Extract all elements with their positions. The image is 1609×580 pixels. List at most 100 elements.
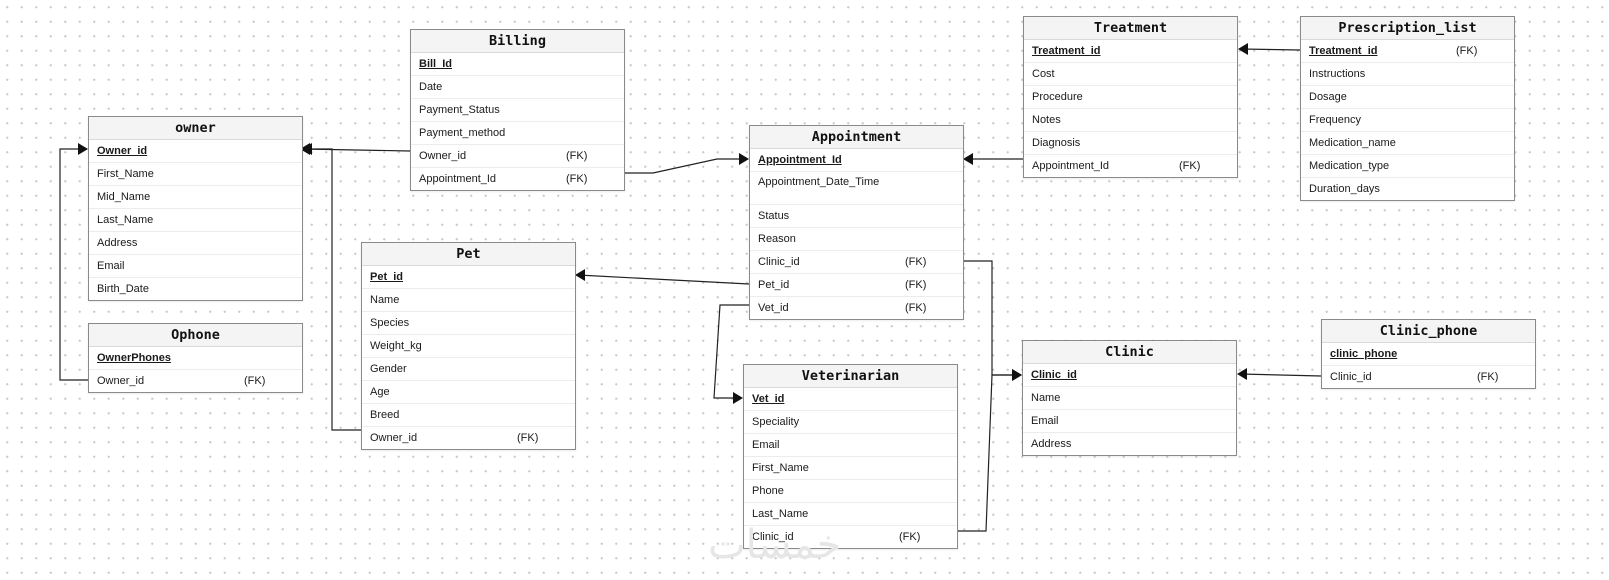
attribute-name: Name	[370, 294, 400, 306]
attribute-name: Appointment_Id	[419, 173, 497, 185]
attribute-row[interactable]: Age	[362, 381, 575, 404]
attribute-row[interactable]: Gender	[362, 358, 575, 381]
attribute-row[interactable]: Payment_Status	[411, 99, 624, 122]
entity-title: Prescription_list	[1301, 17, 1514, 40]
attribute-row[interactable]: Owner_id(FK)	[362, 427, 575, 449]
attribute-name: Medication_name	[1309, 137, 1396, 149]
foreign-key-marker: (FK)	[1179, 160, 1201, 172]
attribute-row[interactable]: Reason	[750, 228, 963, 251]
attribute-row[interactable]: OwnerPhones	[89, 347, 302, 370]
attribute-row[interactable]: Weight_kg	[362, 335, 575, 358]
attribute-name: Status	[758, 210, 790, 222]
attribute-row[interactable]: clinic_phone	[1322, 343, 1535, 366]
relationship-line-vet-to-clinic	[958, 374, 1019, 532]
attribute-row[interactable]: Last_Name	[744, 503, 957, 526]
attribute-row[interactable]: Vet_id(FK)	[750, 297, 963, 319]
attribute-row[interactable]: Pet_id(FK)	[750, 274, 963, 297]
primary-key-name: clinic_phone	[1330, 348, 1398, 360]
attribute-row[interactable]: Name	[362, 289, 575, 312]
attribute-name: Instructions	[1309, 68, 1366, 80]
attribute-row[interactable]: Pet_id	[362, 266, 575, 289]
attribute-row[interactable]: Appointment_Id(FK)	[1024, 155, 1237, 177]
attribute-row[interactable]: Appointment_Date_Time	[750, 172, 963, 205]
attribute-row[interactable]: Procedure	[1024, 86, 1237, 109]
primary-key-name: Treatment_id	[1032, 45, 1101, 57]
attribute-name: Email	[752, 439, 780, 451]
attribute-name: Payment_Status	[419, 104, 500, 116]
attribute-row[interactable]: Phone	[744, 480, 957, 503]
attribute-row[interactable]: Clinic_id(FK)	[750, 251, 963, 274]
attribute-row[interactable]: Address	[89, 232, 302, 255]
attribute-name: Notes	[1032, 114, 1061, 126]
relationship-line-appointment-to-clinic	[964, 260, 1019, 376]
attribute-row[interactable]: Vet_id	[744, 388, 957, 411]
attribute-row[interactable]: Treatment_id(FK)	[1301, 40, 1514, 63]
foreign-key-marker: (FK)	[566, 150, 588, 162]
attribute-row[interactable]: Address	[1023, 433, 1236, 455]
attribute-row[interactable]: Name	[1023, 387, 1236, 410]
attribute-name: Email	[1031, 415, 1059, 427]
attribute-row[interactable]: Payment_method	[411, 122, 624, 145]
attribute-row[interactable]: Speciality	[744, 411, 957, 434]
attribute-name: Gender	[370, 363, 407, 375]
arrowhead-icon	[739, 153, 749, 165]
attribute-row[interactable]: Status	[750, 205, 963, 228]
foreign-key-marker: (FK)	[1477, 371, 1499, 383]
attribute-row[interactable]: Appointment_Id	[750, 149, 963, 172]
attribute-row[interactable]: First_Name	[744, 457, 957, 480]
attribute-row[interactable]: Species	[362, 312, 575, 335]
primary-key-name: Appointment_Id	[758, 154, 842, 166]
attribute-row[interactable]: Diagnosis	[1024, 132, 1237, 155]
attribute-row[interactable]: Dosage	[1301, 86, 1514, 109]
attribute-name: Duration_days	[1309, 183, 1380, 195]
attribute-row[interactable]: Mid_Name	[89, 186, 302, 209]
arrowhead-icon	[302, 143, 312, 155]
attribute-row[interactable]: Instructions	[1301, 63, 1514, 86]
attribute-row[interactable]: Notes	[1024, 109, 1237, 132]
attribute-name: Owner_id	[370, 432, 418, 444]
attribute-row[interactable]: Date	[411, 76, 624, 99]
attribute-row[interactable]: Bill_Id	[411, 53, 624, 76]
attribute-name: Phone	[752, 485, 784, 497]
attribute-name: Age	[370, 386, 390, 398]
attribute-row[interactable]: Email	[744, 434, 957, 457]
attribute-row[interactable]: Breed	[362, 404, 575, 427]
foreign-key-marker: (FK)	[1456, 45, 1478, 57]
attribute-row[interactable]: Frequency	[1301, 109, 1514, 132]
attribute-row[interactable]: Owner_id (FK)	[411, 145, 624, 168]
entity-title: Clinic_phone	[1322, 320, 1535, 343]
attribute-row[interactable]: First_Name	[89, 163, 302, 186]
attribute-row[interactable]: Email	[89, 255, 302, 278]
relationship-line-prescription-to-treatment	[1240, 48, 1301, 51]
attribute-row[interactable]: Birth_Date	[89, 278, 302, 300]
attribute-row[interactable]: Email	[1023, 410, 1236, 433]
attribute-row[interactable]: Duration_days	[1301, 178, 1514, 200]
attribute-row[interactable]: Clinic_id	[1023, 364, 1236, 387]
attribute-row[interactable]: Clinic_id(FK)	[744, 526, 957, 548]
attribute-name: Procedure	[1032, 91, 1083, 103]
attribute-name: Owner_id	[419, 150, 467, 162]
attribute-row[interactable]: Treatment_id	[1024, 40, 1237, 63]
attribute-name: Medication_type	[1309, 160, 1390, 172]
attribute-row[interactable]: Cost	[1024, 63, 1237, 86]
arrowhead-icon	[963, 153, 973, 165]
entity-title: Treatment	[1024, 17, 1237, 40]
attribute-row[interactable]: Medication_name	[1301, 132, 1514, 155]
attribute-row[interactable]: Clinic_id(FK)	[1322, 366, 1535, 388]
attribute-row[interactable]: Owner_id(FK)	[89, 370, 302, 392]
attribute-row[interactable]: Owner_id	[89, 140, 302, 163]
attribute-row[interactable]: Last_Name	[89, 209, 302, 232]
attribute-name: Name	[1031, 392, 1061, 404]
attribute-row[interactable]: Appointment_Id(FK)	[411, 168, 624, 190]
attribute-row[interactable]: Medication_type	[1301, 155, 1514, 178]
